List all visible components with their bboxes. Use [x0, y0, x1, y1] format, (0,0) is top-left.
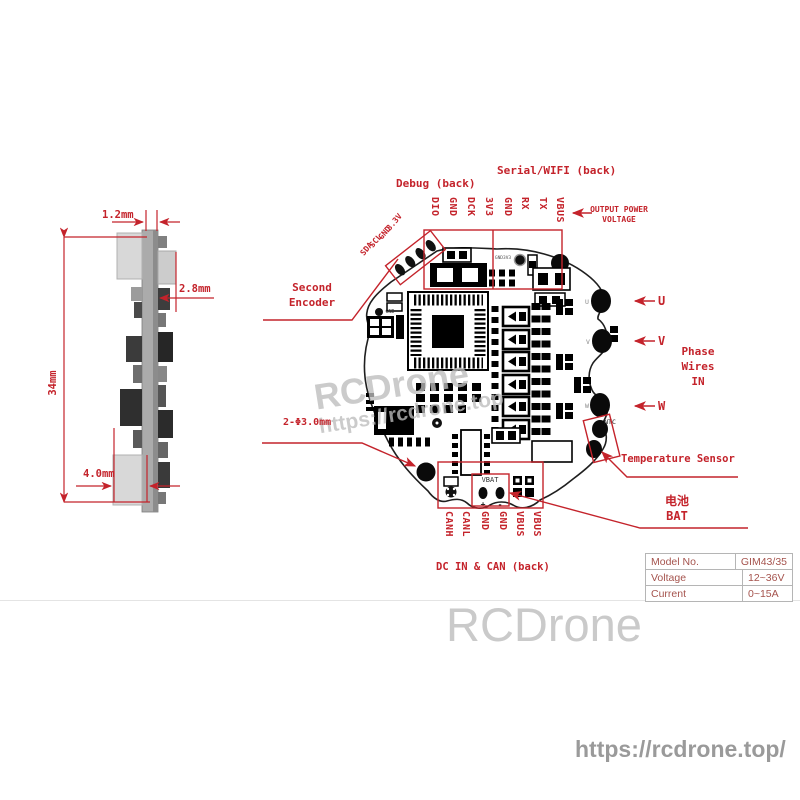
phase-u-label: U: [658, 294, 666, 308]
output-power-label: OUTPUT POWER VOLTAGE: [590, 205, 648, 224]
dim-bottom-label: 4.0mm: [83, 468, 115, 480]
phase-v-label: V: [658, 334, 666, 348]
bottom-pin-gnd1: GND: [479, 511, 490, 531]
dc-can-label: DC IN & CAN (back): [436, 561, 550, 573]
top-pin-dio: DIO: [429, 197, 440, 217]
top-pin-dck: DCK: [465, 197, 476, 217]
bottom-pin-vbus2: VBUS: [531, 511, 542, 538]
mounting-hole-bottom: [416, 462, 436, 482]
spec-table: Model No. GIM43/35 Voltage 12~36V Curren…: [645, 553, 793, 602]
bottom-pin-vbus1: VBUS: [514, 511, 525, 538]
hole-size-label: 2-Φ3.0mm: [283, 417, 332, 428]
battery-label: 电池 BAT: [664, 494, 689, 523]
side-dimensions: [59, 210, 214, 504]
dim-right-label: 2.8mm: [179, 283, 211, 295]
debug-label: Debug (back): [396, 177, 476, 190]
pad-letter-u: U: [585, 298, 589, 306]
side-board: [112, 229, 177, 513]
right-components: [556, 299, 618, 419]
bottom-pin-gnd2: GND: [497, 511, 508, 531]
table-label: Voltage: [646, 570, 743, 585]
table-value: 0~15A: [748, 587, 779, 600]
table-label: Model No.: [646, 554, 736, 569]
table-row: Current 0~15A: [646, 586, 792, 601]
top-pin-gnd2: GND: [502, 197, 513, 217]
top-pin-rx: RX: [519, 197, 530, 211]
top-pin-tx: TX: [537, 197, 548, 211]
table-row: Voltage 12~36V: [646, 570, 792, 586]
table-label: Current: [646, 586, 743, 601]
bottom-pin-canh: CANH: [443, 511, 454, 538]
pad-letter-v: V: [586, 338, 590, 346]
pcb-top-view: GND3V3 GND: [363, 240, 618, 509]
top-pin-gnd1: GND: [447, 197, 458, 217]
top-pin-vbus: VBUS: [554, 197, 565, 224]
phase-w-label: W: [658, 399, 666, 413]
serial-wifi-label: Serial/WIFI (back): [497, 164, 617, 177]
vbat-label: VBAT: [482, 476, 500, 484]
site-url: https://rcdrone.top/: [575, 736, 786, 762]
dim-total-label: 34mm: [47, 370, 59, 395]
vbat-minus: -: [498, 500, 503, 509]
mcu-chip: [407, 291, 489, 371]
pad-letter-w: W: [585, 402, 589, 410]
table-row: Model No. GIM43/35: [646, 554, 792, 570]
phase-wires-label: Phase Wires IN: [681, 345, 715, 388]
silkscreen-gnd: GND: [385, 309, 394, 315]
ntc-label: NTC: [604, 418, 616, 426]
bottom-watermark: RCDrone: [446, 598, 642, 651]
table-value: GIM43/35: [740, 555, 787, 568]
vbat-plus: +: [481, 500, 486, 509]
top-pin-3v3: 3V3: [483, 197, 494, 217]
silkscreen-text: GND3V3: [495, 255, 512, 261]
side-view: 1.2mm 2.8mm 34mm 4.0mm: [47, 209, 214, 513]
table-value: 12~36V: [748, 571, 785, 584]
dim-top-label: 1.2mm: [102, 209, 134, 221]
separator-line: [0, 600, 800, 601]
temperature-sensor-label: Temperature Sensor: [621, 453, 735, 465]
bottom-pin-canl: CANL: [460, 511, 471, 538]
mosfet-array: [491, 303, 551, 443]
second-encoder-label: Second Encoder: [288, 281, 336, 309]
